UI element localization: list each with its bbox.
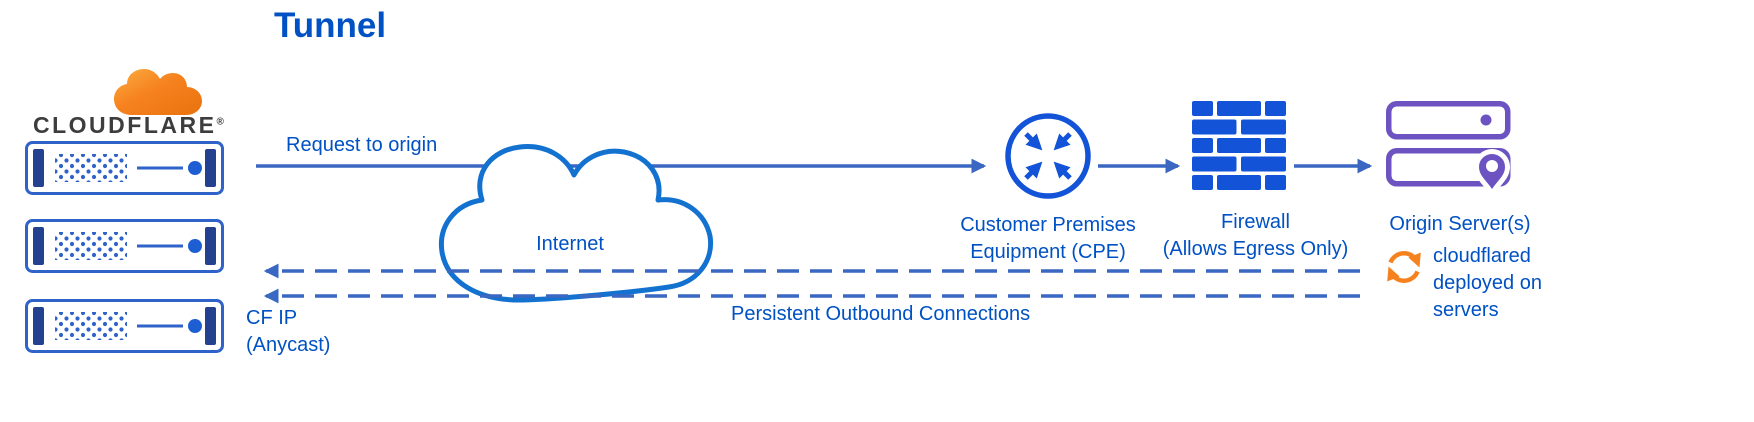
origin-servers-label: Origin Server(s) bbox=[1389, 213, 1531, 235]
cf-ip-anycast-label: CF IP (Anycast) bbox=[246, 305, 330, 359]
cloudflare-logo-cloud-icon bbox=[114, 69, 202, 115]
cloudflared-label-line1: cloudflared bbox=[1433, 245, 1531, 267]
cloudflared-icon bbox=[1387, 251, 1421, 283]
internet-cloud-icon bbox=[438, 144, 714, 303]
firewall-label-line1: Firewall bbox=[1221, 211, 1290, 233]
edge-server-icon-3 bbox=[25, 299, 224, 353]
cloudflare-wordmark: CLOUDFLARE® bbox=[33, 112, 224, 139]
edge-server-icon-2 bbox=[25, 219, 224, 273]
diagram-title: Tunnel bbox=[274, 6, 387, 45]
cpe-label-line2: Equipment (CPE) bbox=[970, 241, 1126, 263]
firewall-label-line2: (Allows Egress Only) bbox=[1162, 238, 1349, 260]
cpe-icon bbox=[1005, 113, 1091, 199]
cf-ip-line1: CF IP bbox=[246, 307, 298, 329]
cloudflared-label-line2: deployed on bbox=[1433, 272, 1542, 294]
edge-server-icon-1 bbox=[25, 141, 224, 195]
location-pin-icon bbox=[1473, 149, 1511, 201]
cf-ip-line2: (Anycast) bbox=[246, 334, 331, 356]
firewall-label: Firewall (Allows Egress Only) bbox=[1148, 209, 1363, 263]
persistent-connections-label: Persistent Outbound Connections bbox=[731, 303, 1031, 325]
cloudflared-label-line3: servers bbox=[1433, 299, 1499, 321]
request-to-origin-label: Request to origin bbox=[286, 134, 438, 156]
cloudflared-deployed-label: cloudflared deployed on servers bbox=[1433, 243, 1542, 324]
cpe-label-line1: Customer Premises bbox=[960, 214, 1136, 236]
firewall-icon bbox=[1192, 101, 1286, 190]
registered-mark: ® bbox=[216, 116, 224, 128]
internet-label: Internet bbox=[536, 233, 604, 255]
cpe-label: Customer Premises Equipment (CPE) bbox=[942, 212, 1154, 266]
cloudflare-wordmark-text: CLOUDFLARE bbox=[33, 112, 217, 138]
